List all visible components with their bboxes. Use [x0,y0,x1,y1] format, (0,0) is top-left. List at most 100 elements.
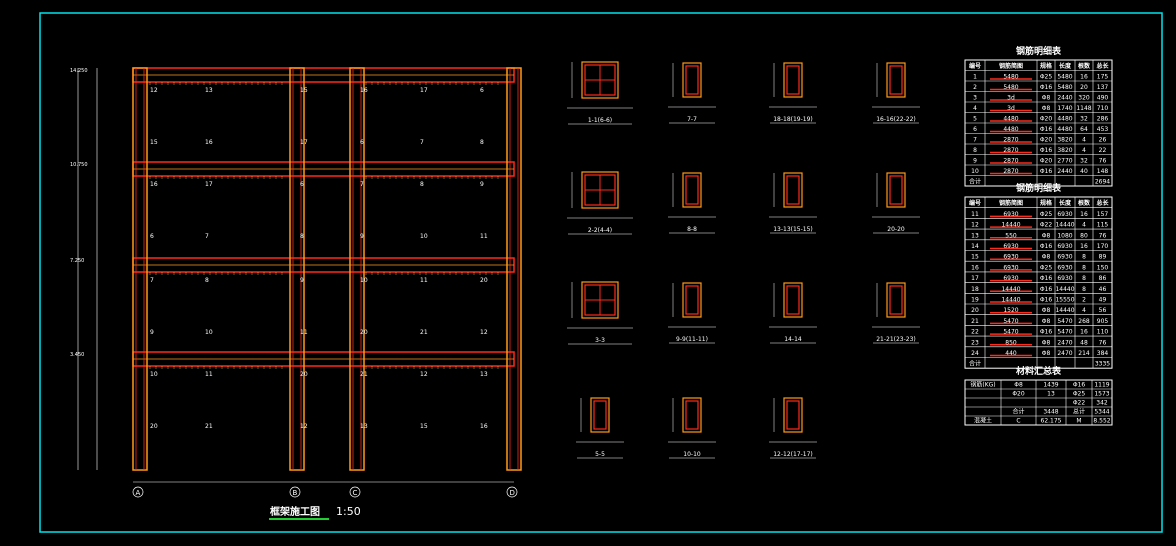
table-cell: Φ25 [1040,264,1053,271]
table-cell: Φ20 [1040,116,1053,123]
axis-label: B [293,489,298,497]
table-cell: Φ16 [1040,84,1053,91]
section-outline [590,397,610,433]
table-cell: 4480 [1057,126,1072,133]
table-cell: 4 [1082,147,1086,154]
table-cell: 550 [1005,232,1017,239]
section-label: 18-18(19-19) [773,116,813,123]
bar-mark: 7 [150,277,154,284]
table-cell: 12 [971,222,979,229]
table-cell: 32 [1080,158,1088,165]
table-cell: 5470 [1003,329,1018,336]
table-cell: 3448 [1043,409,1058,416]
bar-mark: 20 [480,277,488,284]
section-label: 2-2(4-4) [588,227,612,234]
table-cell: 5470 [1003,318,1018,325]
table-cell: 8 [1082,254,1086,261]
section-label: 7-7 [687,116,697,123]
axis-bubble [349,486,361,498]
section-outline [886,282,906,318]
table-cell: 合计 [969,360,981,368]
table-cell: 6930 [1003,243,1018,250]
table-cell: 49 [1099,297,1107,304]
table-cell: 16 [1080,243,1088,250]
table-cell: 合计 [1012,408,1024,416]
section-2-2(4-4): 2-2(4-4) [567,171,633,235]
table-cell: 规格 [1040,62,1053,70]
table-cell: 490 [1097,95,1109,102]
bar-mark: 15 [420,423,428,430]
section-outline [783,397,803,433]
bar-mark: 11 [480,233,488,240]
table-cell: 7 [973,137,977,144]
table-cell: Φ16 [1040,329,1053,336]
table-cell: Φ20 [1012,391,1025,398]
table-cell: 64 [1080,126,1088,133]
section-label: 10-10 [683,451,701,458]
table-cell: 15550 [1055,297,1074,304]
table-cell: 总长 [1096,199,1109,207]
table-cell: Φ8 [1042,254,1051,261]
bar-mark: 20 [300,371,308,378]
table-cell: 320 [1078,95,1090,102]
bar-mark: 12 [480,329,488,336]
section-outline [886,62,906,98]
bar-mark: 20 [150,423,158,430]
stirrup [889,175,903,205]
section-5-5: 5-5 [576,397,624,459]
table-cell: 8.552 [1093,418,1110,425]
table-cell: 14440 [1001,222,1020,229]
section-14-14: 14-14 [769,282,817,344]
bar-mark: 11 [420,277,428,284]
table-cell: 13 [1047,391,1055,398]
table-cell: 根数 [1078,62,1091,70]
table-cell: Φ25 [1040,74,1053,81]
table-cell: 19 [971,297,979,304]
table-cell: 3820 [1057,137,1072,144]
section-label: 8-8 [687,226,697,233]
table-cell: 150 [1097,264,1109,271]
table-cell: 18 [971,286,979,293]
table-title: 钢筋明细表 [1016,182,1062,194]
table-cell: 14440 [1055,307,1074,314]
table-cell: 5344 [1094,409,1109,416]
table-cell: Φ25 [1040,211,1053,218]
section-outline [581,171,619,209]
table-cell: 5480 [1003,74,1018,81]
bar-mark: 12 [420,371,428,378]
bar-mark: 7 [420,139,424,146]
bar-mark: 15 [150,139,158,146]
section-label: 13-13(15-15) [773,226,813,233]
table-cell: Φ22 [1040,222,1053,229]
table-cell: 1080 [1057,232,1072,239]
table-cell: 3d [1007,95,1015,102]
section-label: 12-12(17-17) [773,451,813,458]
section-outline [783,62,803,98]
table-cell: Φ8 [1042,350,1051,357]
elevation-label: 14.250 [70,68,88,74]
table-cell: Φ8 [1042,318,1051,325]
table-cell: 16 [1080,211,1088,218]
stirrup [593,400,607,430]
table-cell: 合计 [969,178,981,186]
bar-mark: 7 [205,233,209,240]
table-cell: 6930 [1003,275,1018,282]
table-cell: 编号 [969,62,981,70]
elevation-label: 7.250 [70,258,84,264]
section-8-8: 8-8 [668,172,716,234]
table-cell: 钢筋简图 [999,199,1023,207]
bar-mark: 16 [205,139,213,146]
table-cell: 157 [1097,211,1109,218]
bar-mark: 13 [480,371,488,378]
table-cell: 4 [1082,137,1086,144]
table-cell: 6 [973,126,977,133]
stirrup [685,175,699,205]
table-cell: 2470 [1057,339,1072,346]
table-cell: 总长 [1096,62,1109,70]
section-label: 9-9(11-11) [676,336,708,343]
bar-mark: 12 [150,87,158,94]
table-cell: 4480 [1003,116,1018,123]
